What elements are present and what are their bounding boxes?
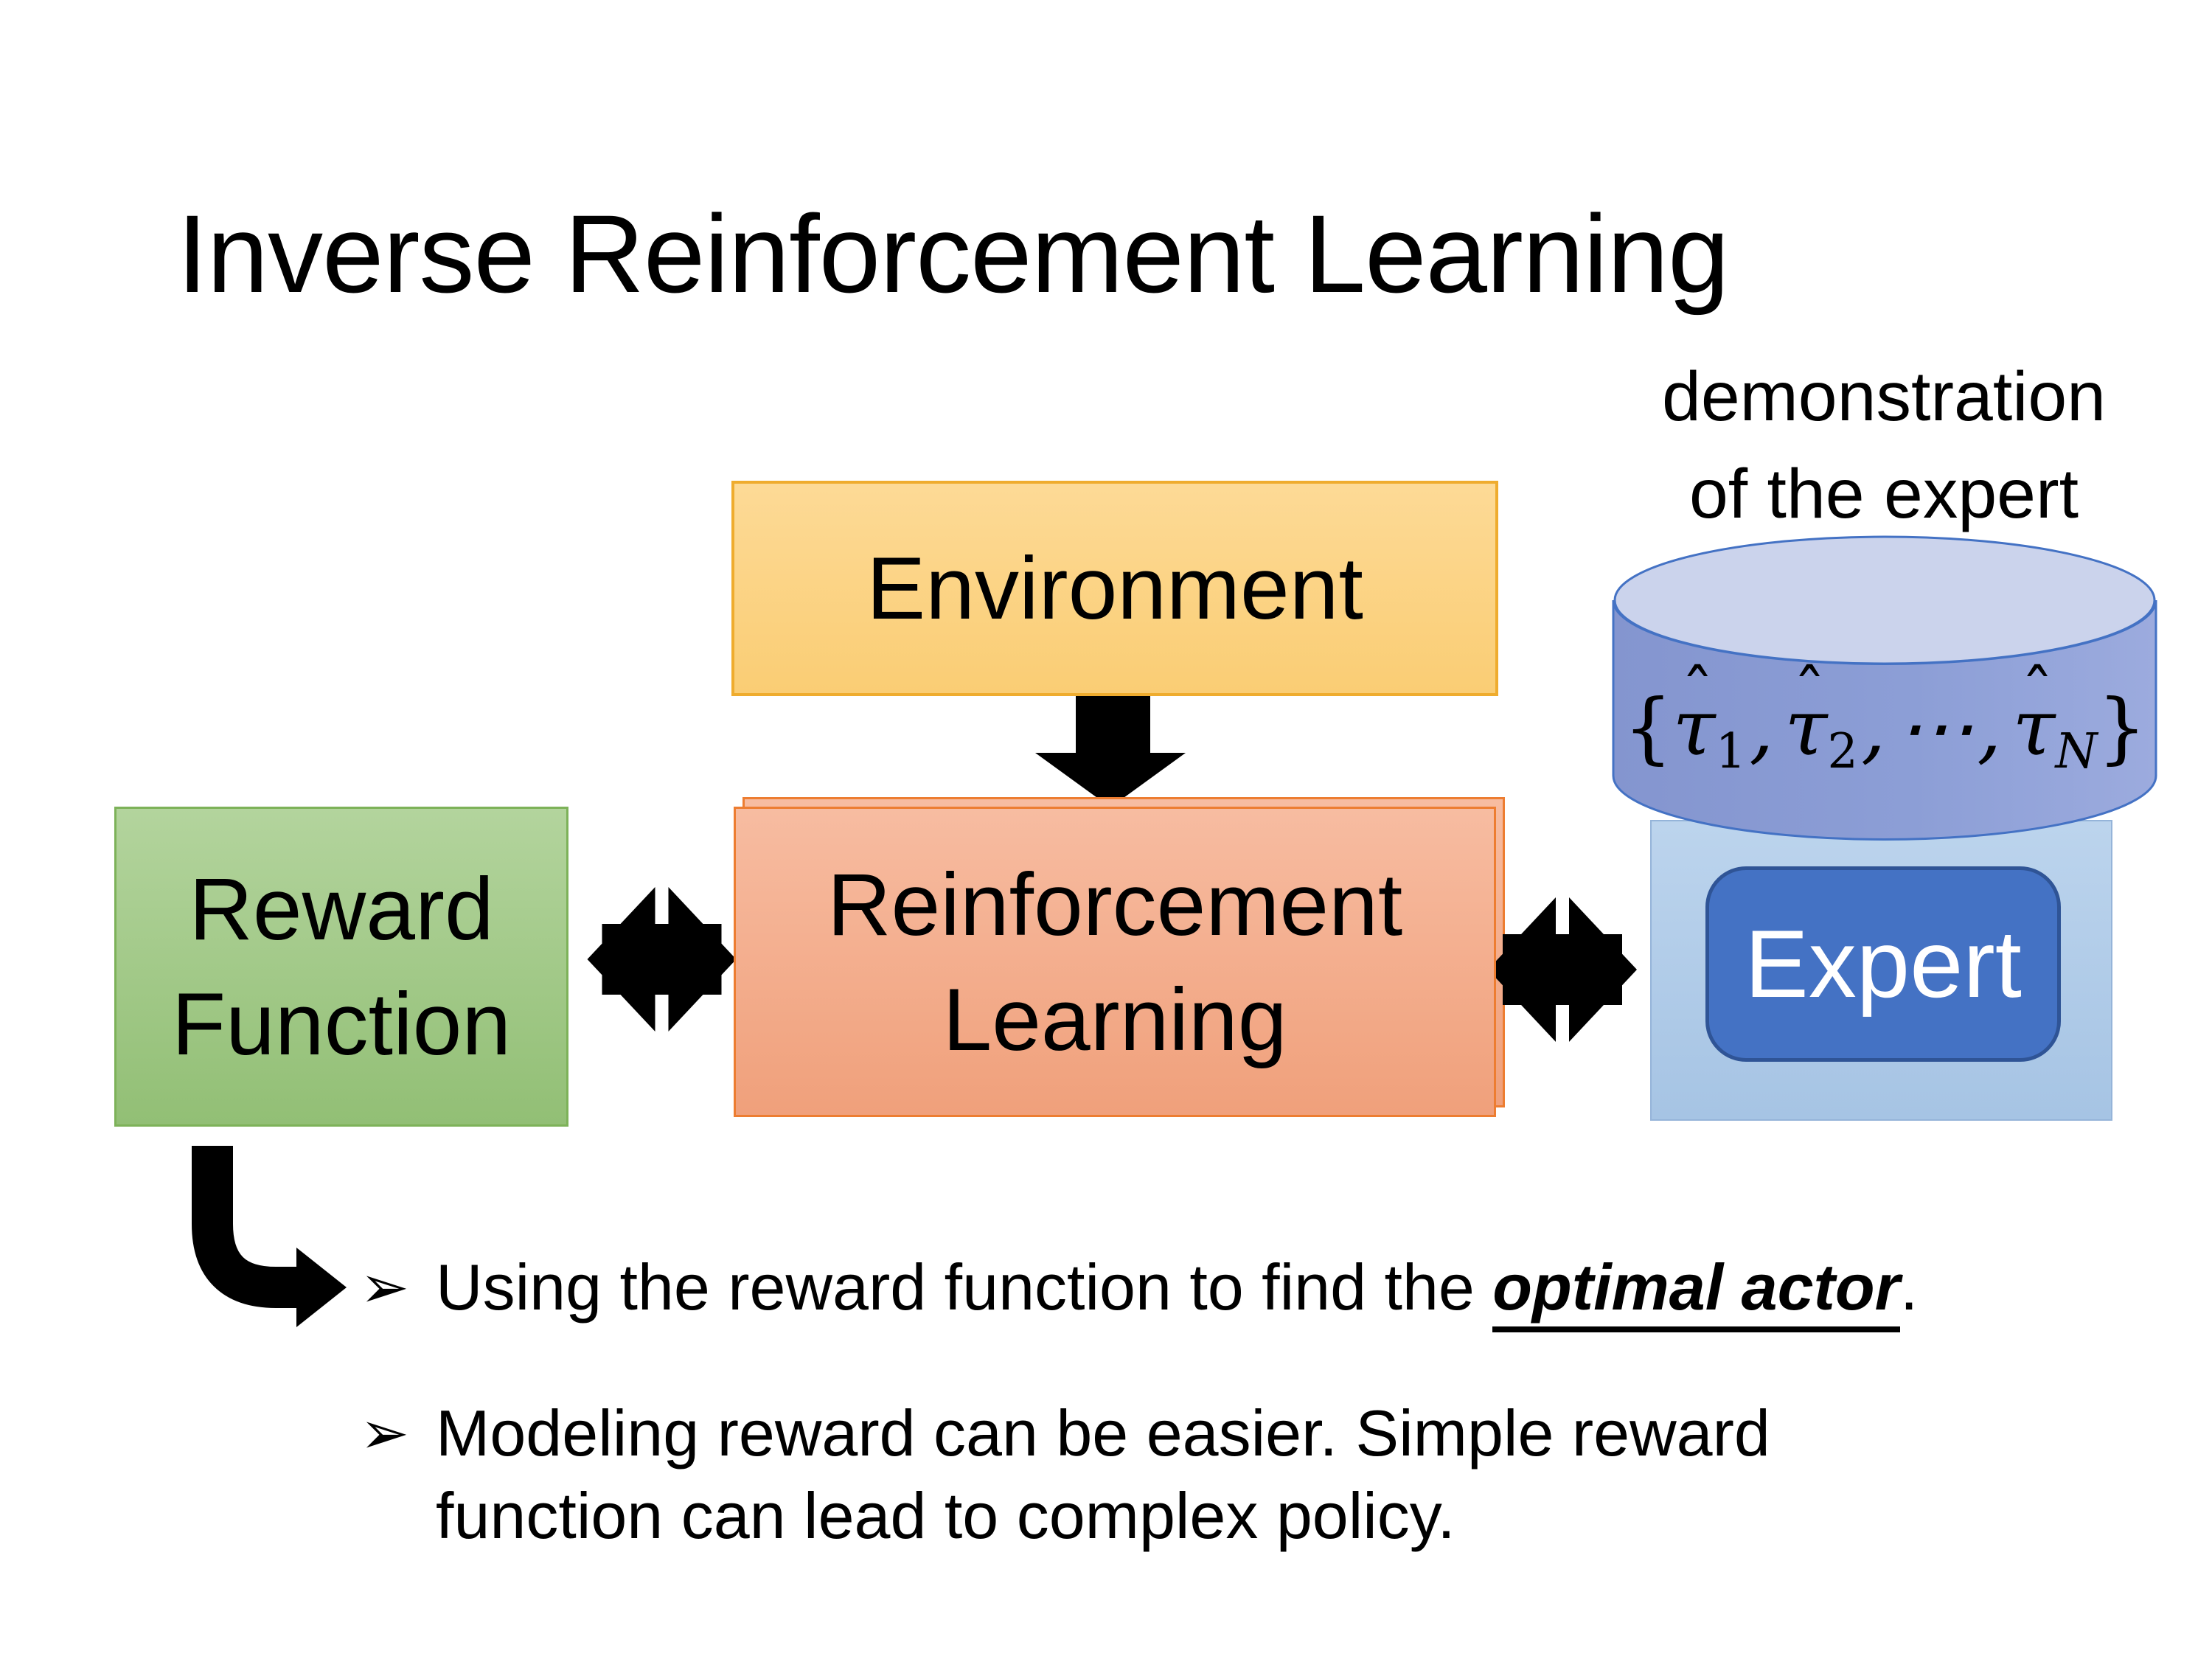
bullet2-text: Modeling reward can be easier. Simple re… bbox=[436, 1397, 1770, 1552]
formula-dots: ⋯ bbox=[1896, 683, 1975, 773]
expert-box: Expert bbox=[1705, 866, 2061, 1062]
caption-line1: demonstration bbox=[1661, 358, 2106, 436]
double-arrow-left-icon bbox=[587, 887, 737, 1032]
bullet1-text: Using the reward function to find the op… bbox=[436, 1246, 1919, 1332]
subscript-2: 2 bbox=[1827, 724, 1858, 780]
cylinder-top bbox=[1613, 535, 2156, 665]
tau-glyph: τ bbox=[1672, 683, 1716, 773]
environment-label: Environment bbox=[866, 539, 1363, 638]
formula-comma: , bbox=[1749, 683, 1774, 773]
down-arrow-icon bbox=[1035, 696, 1186, 807]
demonstration-cylinder-icon bbox=[1612, 535, 2157, 841]
page-title: Inverse Reinforcement Learning bbox=[177, 192, 1730, 316]
formula-comma: , bbox=[1977, 683, 2002, 773]
reward-function-label: Reward Function bbox=[171, 860, 512, 1074]
subscript-1: 1 bbox=[1715, 724, 1747, 780]
reinforcement-learning-box: Reinforcement Learning bbox=[734, 807, 1496, 1117]
hat-glyph: ˆ bbox=[2020, 656, 2054, 734]
subscript-n: N bbox=[2055, 724, 2098, 780]
expert-label: Expert bbox=[1745, 910, 2022, 1018]
caption-line2: of the expert bbox=[1688, 455, 2079, 533]
environment-box: Environment bbox=[731, 481, 1498, 696]
bullet-list: ➢ Using the reward function to find the … bbox=[360, 1246, 1952, 1621]
reinforcement-learning-label: Reinforcement Learning bbox=[827, 855, 1403, 1069]
bullet-item-2: ➢ Modeling reward can be easier. Simple … bbox=[360, 1392, 1952, 1557]
hat-glyph: ˆ bbox=[1680, 656, 1714, 734]
down-arrow-shape bbox=[1035, 696, 1186, 807]
bullet1-emphasis: optimal actor bbox=[1492, 1251, 1900, 1332]
elbow-arrow-line bbox=[192, 1146, 299, 1308]
hat-glyph: ˆ bbox=[1792, 656, 1826, 734]
right-pointing-arrow-shape bbox=[602, 887, 737, 1032]
expert-demo-caption: demonstration of the expert bbox=[1585, 348, 2183, 543]
formula-comma: , bbox=[1861, 683, 1886, 773]
bullet1-prefix: Using the reward function to find the bbox=[436, 1251, 1493, 1324]
bullet-arrow-icon: ➢ bbox=[360, 1254, 410, 1320]
tau-glyph: τ bbox=[1784, 683, 1828, 773]
tau-glyph: τ bbox=[2012, 683, 2056, 773]
bullet-item-1: ➢ Using the reward function to find the … bbox=[360, 1246, 1952, 1332]
bullet1-suffix: . bbox=[1899, 1251, 1919, 1324]
formula-open-brace: { bbox=[1623, 683, 1673, 773]
right-pointing-arrow-shape bbox=[1503, 897, 1637, 1042]
bullet-arrow-icon: ➢ bbox=[360, 1400, 410, 1466]
elbow-arrow-head bbox=[296, 1248, 347, 1327]
formula-close-brace: } bbox=[2097, 683, 2147, 773]
double-arrow-right-icon bbox=[1488, 897, 1637, 1042]
elbow-arrow-icon bbox=[192, 1146, 347, 1327]
reward-function-box: Reward Function bbox=[114, 807, 568, 1127]
